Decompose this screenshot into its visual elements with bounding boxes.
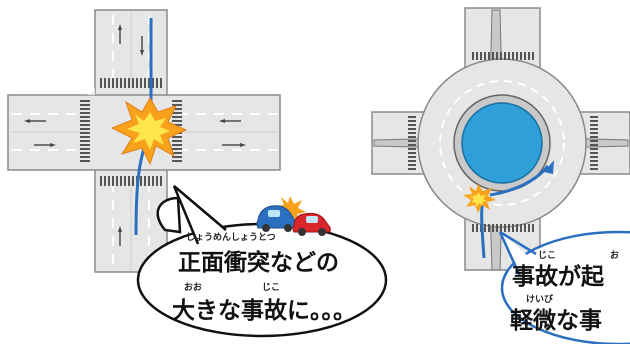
crosswalk-west [80,100,90,164]
center-island [461,102,543,184]
right-line1-ruby-b: お [610,250,619,261]
right-line2-ruby: けいび [526,293,554,305]
right-line1-ruby-a: じこ [538,250,556,261]
crosswalk-south [100,176,162,186]
crosswalk-north [100,78,162,88]
collision-icon-small [463,184,496,213]
left-speech-bubble: しょうめんしょうとつ 正面衝突などの おお じこ 大きな事故に。。。 [136,185,388,338]
left-line2: 大きな事故に。。。 [172,298,356,324]
right-line1: 事故が起 [512,263,605,290]
car-collision-illustration [256,196,331,236]
left-line1: 正面衝突などの [178,249,339,276]
right-line2: 軽微な事 [510,307,602,334]
roundabout-path-circulating [489,165,550,197]
car-blue-icon [256,205,299,232]
car-red-icon [292,212,331,236]
cross-intersection [7,9,281,273]
right-speech-bubble: じこ お 事故が起 けいび 軽微な事 [498,230,630,344]
left-line1-ruby: しょうめんしょうとつ [186,232,276,243]
left-line2-ruby-a: おお [184,282,202,293]
collision-icon [110,96,188,166]
roundabout [371,7,630,271]
left-line2-ruby-b: じこ [262,282,280,293]
